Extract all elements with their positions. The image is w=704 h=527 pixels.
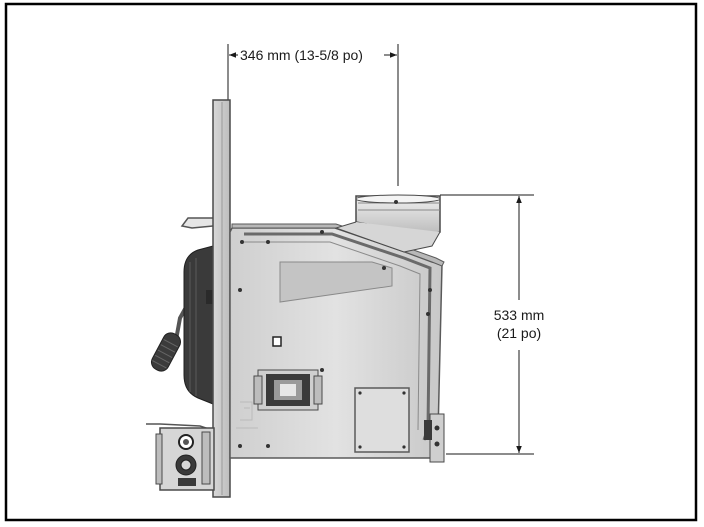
access-panel [354, 387, 410, 453]
inner-panel [279, 261, 393, 303]
height-dimension: 533 mm (21 po) [440, 194, 545, 455]
height-dimension-label-2: (21 po) [497, 325, 541, 341]
rear-motor-block [183, 245, 214, 405]
control-knob-icon [150, 332, 182, 372]
right-bracket [429, 413, 445, 463]
front-control-box [146, 423, 215, 491]
exhaust-collar [334, 194, 441, 253]
height-dimension-label-1: 533 mm [494, 307, 545, 323]
wiring-detail [236, 401, 258, 429]
center-mount-bracket [253, 369, 323, 411]
width-dimension: 346 mm (13-5/8 po) [227, 44, 399, 186]
rear-handle [180, 217, 214, 229]
appliance-illustration [146, 99, 445, 498]
indicator-square [272, 336, 282, 347]
width-dimension-label: 346 mm (13-5/8 po) [240, 47, 363, 63]
motor-clip [206, 290, 216, 304]
